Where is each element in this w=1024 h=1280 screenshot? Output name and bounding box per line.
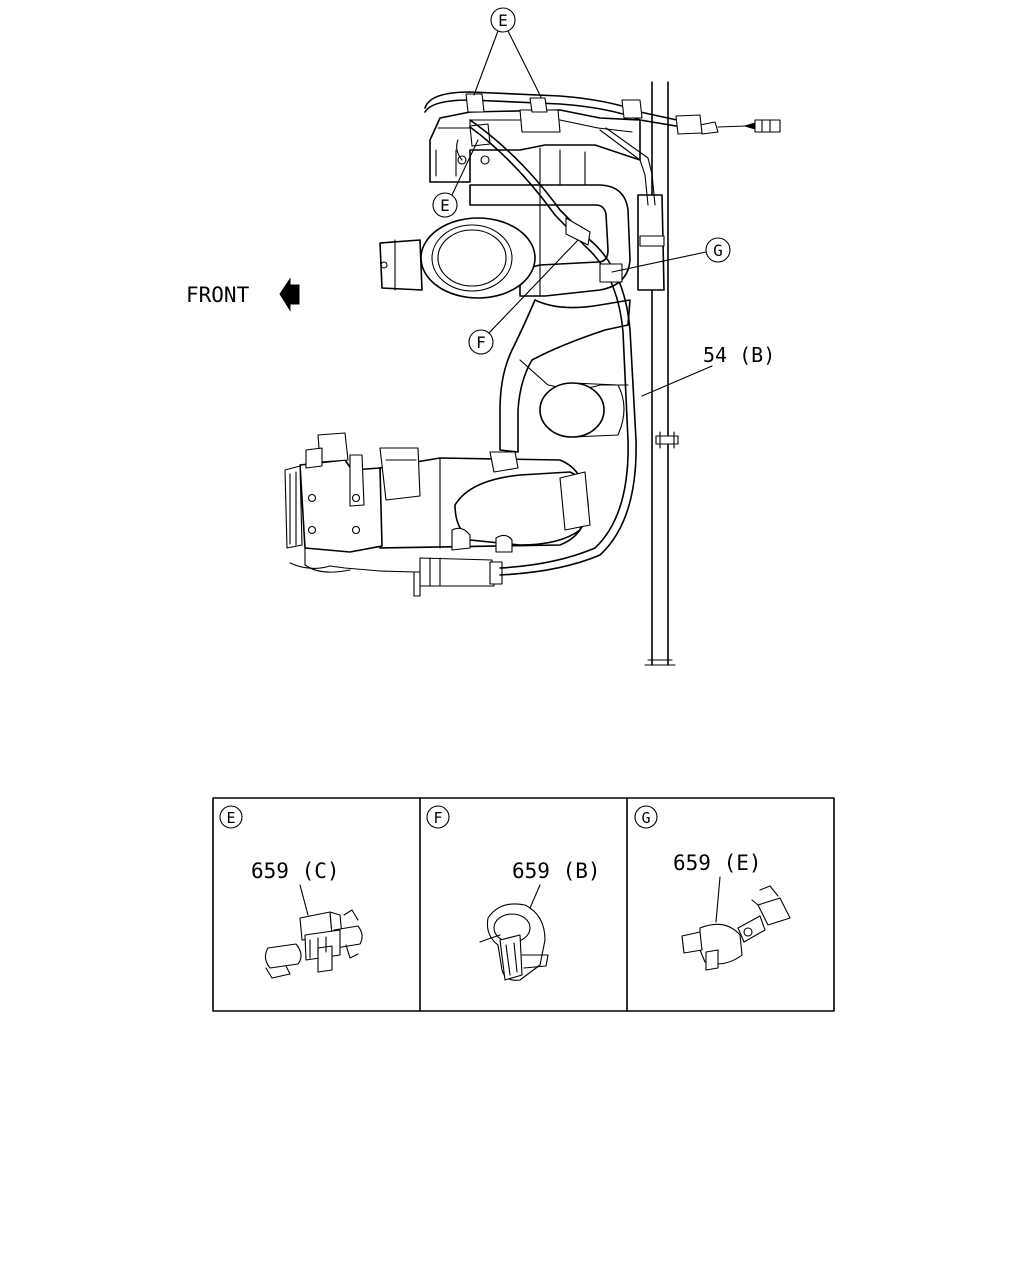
detail-g-letter: G xyxy=(641,809,650,827)
engine-assembly xyxy=(284,109,665,597)
detail-g: G 659 (E) xyxy=(634,805,791,971)
front-direction-indicator: FRONT xyxy=(186,277,300,312)
callout-f: F xyxy=(468,239,579,355)
frame-clamp xyxy=(655,431,679,449)
clip-659c-icon xyxy=(264,909,363,979)
detail-f: F 659 (B) xyxy=(426,805,601,981)
detail-e: E 659 (C) xyxy=(219,805,363,979)
callout-g: G xyxy=(611,237,731,273)
callout-g-letter: G xyxy=(713,241,723,260)
detail-g-part-label: 659 (E) xyxy=(673,851,762,875)
frame-rail xyxy=(644,81,676,666)
top-pipes xyxy=(424,91,781,206)
callout-e-left-letter: E xyxy=(440,196,450,215)
front-label: FRONT xyxy=(186,283,250,307)
callout-e-top: E xyxy=(473,7,542,98)
callout-e-left: E xyxy=(432,139,479,218)
callout-e-top-letter: E xyxy=(498,11,508,30)
front-arrow-icon xyxy=(279,277,300,312)
callout-f-letter: F xyxy=(476,333,486,352)
detail-e-part-label: 659 (C) xyxy=(251,859,340,883)
clip-659e-icon xyxy=(681,885,791,971)
detail-f-letter: F xyxy=(433,809,442,827)
part-label-54b-text: 54 (B) xyxy=(703,343,775,367)
detail-f-part-label: 659 (B) xyxy=(512,859,601,883)
clip-659b-icon xyxy=(479,903,549,981)
part-label-54b: 54 (B) xyxy=(641,343,775,397)
detail-table xyxy=(212,797,835,1012)
hose-54b xyxy=(469,119,637,576)
detail-e-letter: E xyxy=(226,809,235,827)
